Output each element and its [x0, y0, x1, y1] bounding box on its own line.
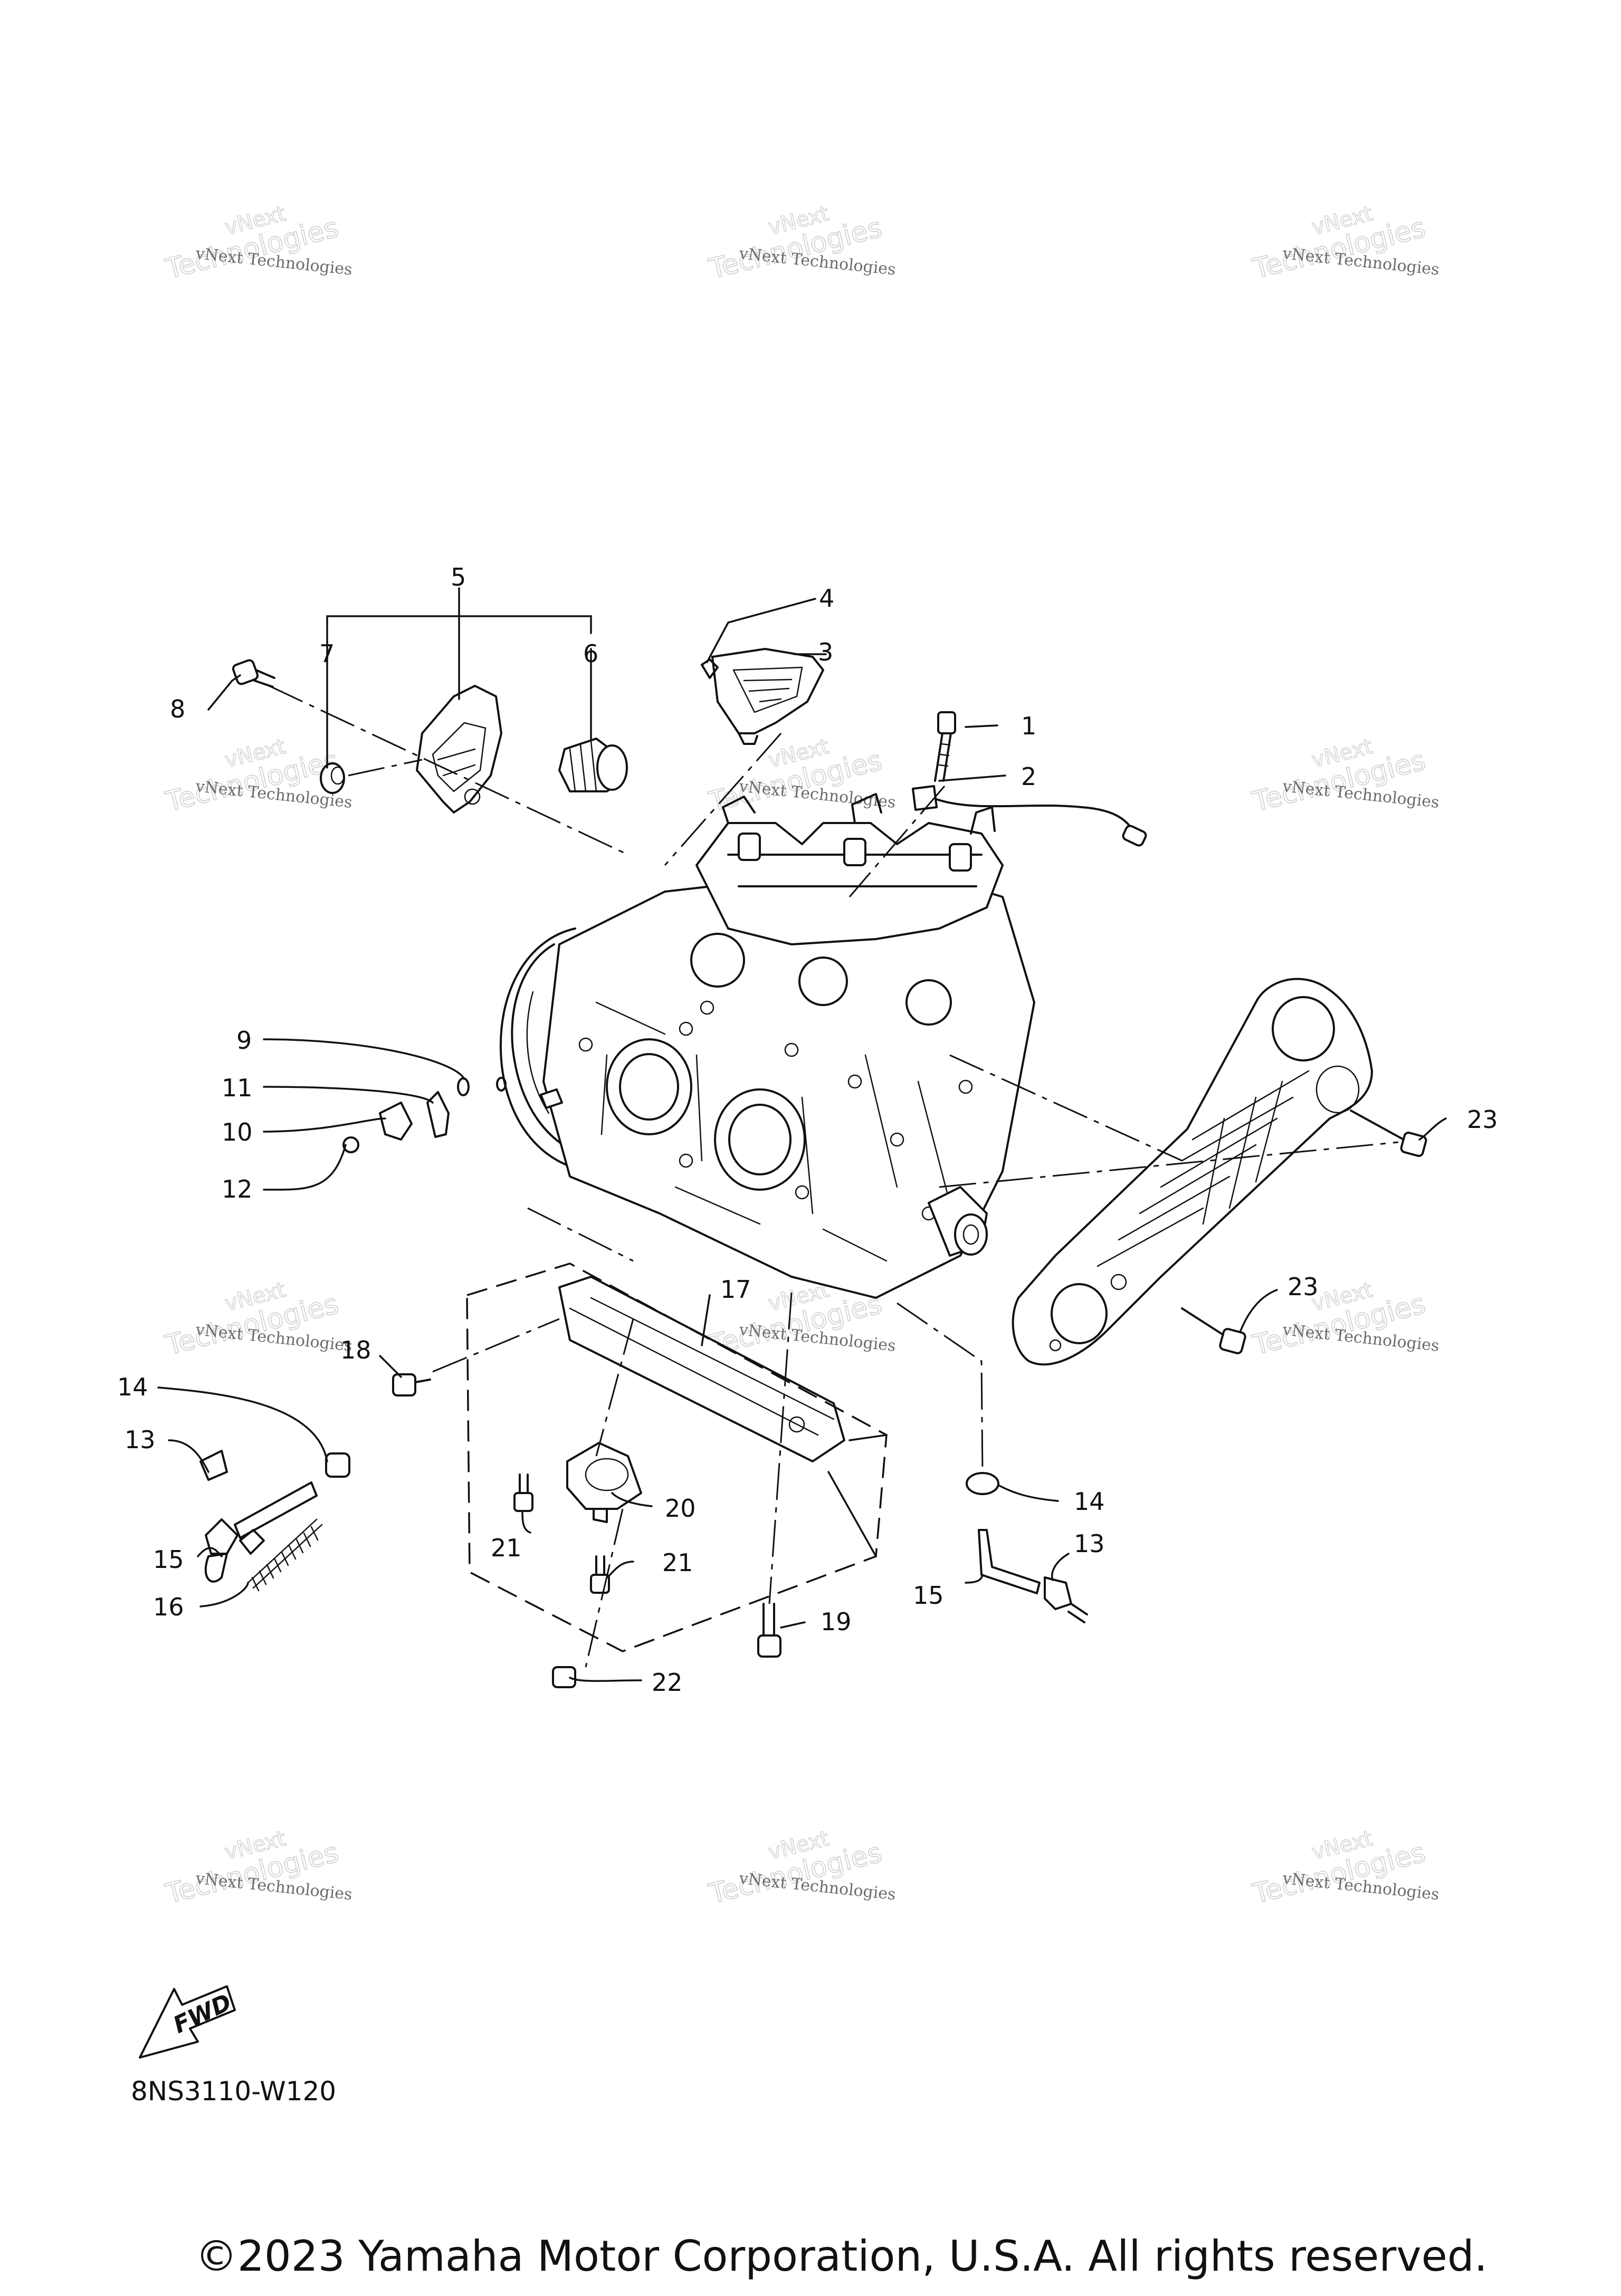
centerlines — [269, 685, 1399, 1668]
part-23-rear-mount — [1012, 978, 1373, 1366]
callout-5: 5 — [451, 563, 466, 591]
callout-7: 7 — [319, 639, 335, 668]
part-5-mount-bracket — [416, 685, 502, 814]
part-20-drain-block — [566, 1442, 642, 1523]
part-3-cover — [711, 648, 824, 745]
part-23-bolt-lower — [1181, 1307, 1246, 1354]
fitting-on-block — [496, 1077, 563, 1109]
part-10-bracket — [379, 1102, 413, 1141]
callout-16: 16 — [153, 1593, 184, 1621]
callout-6: 6 — [583, 639, 598, 668]
callout-18: 18 — [340, 1336, 371, 1364]
part-6-mount-rubber — [558, 738, 628, 792]
callout-14-left: 14 — [117, 1373, 148, 1401]
callout-23-upper: 23 — [1467, 1105, 1498, 1134]
part-18-bolt — [392, 1373, 431, 1396]
engine-block — [499, 793, 1035, 1299]
callout-17: 17 — [720, 1275, 751, 1304]
part-21-bolt-b — [590, 1555, 610, 1594]
callout-14-right: 14 — [1074, 1487, 1105, 1516]
callout-8: 8 — [170, 695, 185, 723]
part-9-oring — [457, 1077, 470, 1096]
callout-13-left: 13 — [125, 1426, 156, 1454]
part-15-hose-right — [978, 1529, 1041, 1594]
callout-15-left: 15 — [153, 1545, 184, 1574]
callout-3: 3 — [818, 638, 833, 666]
part-21-bolt-a — [513, 1474, 533, 1512]
part-17-plate — [558, 1276, 845, 1462]
diagram-code: 8NS3110-W120 — [131, 2076, 337, 2107]
callout-11: 11 — [222, 1074, 253, 1102]
part-1-bolt — [934, 711, 956, 782]
part-14-cap-left — [325, 1452, 350, 1478]
leader-lines — [157, 587, 1447, 1682]
fwd-arrow-icon: FWD — [139, 1985, 236, 2059]
part-14-cap-right — [966, 1472, 999, 1495]
part-7-collar — [320, 762, 345, 794]
part-11-clip — [426, 1091, 450, 1138]
callout-13-right: 13 — [1074, 1529, 1105, 1558]
callout-1: 1 — [1021, 712, 1036, 740]
right-hose-group — [966, 1472, 1088, 1623]
copyright-notice: ©2023 Yamaha Motor Corporation, U.S.A. A… — [195, 2232, 1488, 2281]
callout-21-left: 21 — [491, 1534, 522, 1562]
part-13-clamp-right — [1044, 1576, 1072, 1610]
part-23-bolt-upper — [1350, 1109, 1427, 1157]
left-hose-group — [199, 1450, 350, 1592]
part-2-sensor-lead — [912, 785, 1147, 847]
part-12-nut — [342, 1136, 359, 1153]
callout-19: 19 — [821, 1608, 852, 1636]
part-19-bolt — [757, 1603, 781, 1658]
callout-15-right: 15 — [913, 1581, 944, 1610]
callout-23-lower: 23 — [1288, 1273, 1319, 1301]
callout-10: 10 — [222, 1118, 253, 1146]
part-13-clamp-left — [199, 1450, 228, 1481]
callout-12: 12 — [222, 1175, 253, 1203]
callout-4: 4 — [819, 584, 834, 613]
callout-2: 2 — [1021, 762, 1036, 791]
callout-labels: 1 2 3 4 5 6 7 8 9 10 11 12 13 13 14 14 1… — [117, 563, 1498, 1697]
callout-21-right: 21 — [662, 1548, 693, 1577]
part-22-plug — [552, 1666, 576, 1688]
callout-9: 9 — [236, 1026, 252, 1055]
part-16-spring — [247, 1518, 323, 1592]
part-8-bolt — [232, 659, 275, 688]
callout-22: 22 — [652, 1668, 683, 1697]
callout-20: 20 — [665, 1494, 696, 1523]
